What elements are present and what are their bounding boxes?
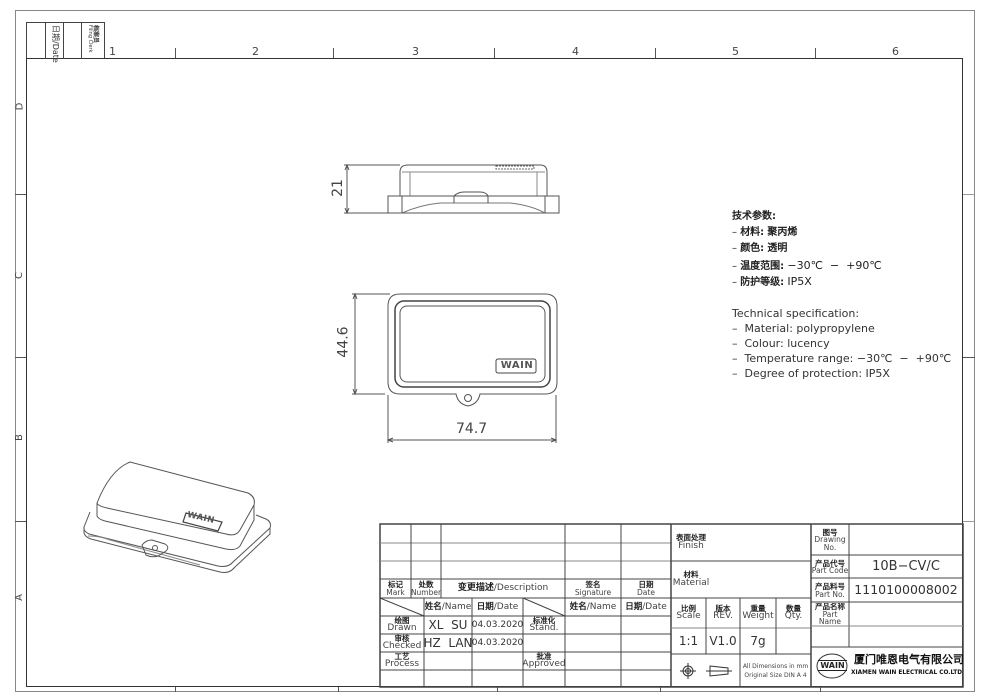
drawn-name: XL SU [428,618,468,632]
qty-label: 数量 Qty. [784,603,803,622]
spec-cn-item: – 温度范围: −30℃ − +90℃ [732,259,882,272]
spec-cn-item: – 材料: 聚丙烯 [732,227,798,238]
dimensions-note: All Dimensions in mm Original Size DIN A… [742,663,809,679]
part-no-label: 产品料号 Part No. [815,582,845,599]
spec-en-title: Technical specification: [732,307,860,320]
qty-value [776,628,811,654]
spec-cn-item: – 颜色: 透明 [732,243,788,254]
part-code-value: 10B−CV/C [872,559,940,574]
rev-label: 版本 REV. [713,603,733,622]
zone-number-6: 6 [892,45,899,58]
stand-label: 标准化 Stand. [529,616,559,634]
top-view-logo: WAIN [500,360,534,371]
approval-date-header: 日期/Date [476,601,519,612]
scale-label: 比例 Scale [676,603,701,622]
checked-label: 审核 Checked [382,634,422,652]
company-name-en: XIAMEN WAIN ELECTRICAL CO.LTD [851,670,963,676]
drawn-date: 04.03.2020 [472,619,523,630]
top-view-width-dimension: 74.7 [456,421,488,437]
approved-label: 批准 Approved [523,652,565,670]
zone-number-2: 2 [252,45,259,58]
zone-number-3: 3 [412,45,419,58]
zone-number-5: 5 [732,45,739,58]
mark-header: 标记 Mark [386,580,405,597]
taper-symbol-icon [706,662,734,680]
date-header: 日期 Date [637,580,655,597]
description-header: 变更描述/Description [457,583,549,593]
finish-label: 表面处理 Finish [676,533,706,551]
weight-value: 7g [750,634,766,648]
number-header: 处数 Number [411,580,441,597]
zone-number-1: 1 [109,45,116,58]
drawn-label: 绘图 Drawn [387,616,417,634]
sheet-outer-border [15,10,975,692]
process-label: 工艺 Process [384,652,420,670]
checked-date: 04.03.2020 [472,637,523,648]
weight-label: 重量 Weight [742,603,774,622]
corner-header: 日期/Date 档案员 Filing Clerk [26,22,105,63]
approval-date2-header: 日期/Date [625,601,667,612]
material-label: 材料 Material [672,570,710,588]
spec-en-item: – Colour: lucency [732,337,830,350]
company-name-cn: 厦门唯恩电气有限公司 [854,653,964,666]
part-no-value: 1110100008002 [854,581,958,597]
zone-number-4: 4 [572,45,579,58]
first-angle-projection-icon [678,660,700,682]
approval-name-header: 姓名/Name [424,601,472,612]
part-code-label: 产品代号 Part Code [811,558,849,575]
spec-en-item: – Temperature range: −30℃ − +90℃ [732,352,952,365]
scale-value: 1:1 [678,634,699,648]
checked-name: HZ LAN [424,636,472,650]
part-name-label: 产品名称 Part Name [815,603,845,626]
signature-header: 签名 Signature [574,580,612,597]
drawing-no-label: 图号 Drawing No. [814,527,846,552]
approval-name2-header: 姓名/Name [569,601,617,612]
drawing-no-value [849,524,963,555]
rev-value: V1.0 [709,634,737,648]
spec-cn-item: – 防护等级: IP5X [732,275,812,288]
part-name-value [849,602,963,647]
spec-cn-title: 技术参数: [732,211,776,222]
company-logo: WAIN [818,660,847,671]
spec-en-item: – Degree of protection: IP5X [732,367,890,380]
spec-en-item: – Material: polypropylene [732,322,875,335]
